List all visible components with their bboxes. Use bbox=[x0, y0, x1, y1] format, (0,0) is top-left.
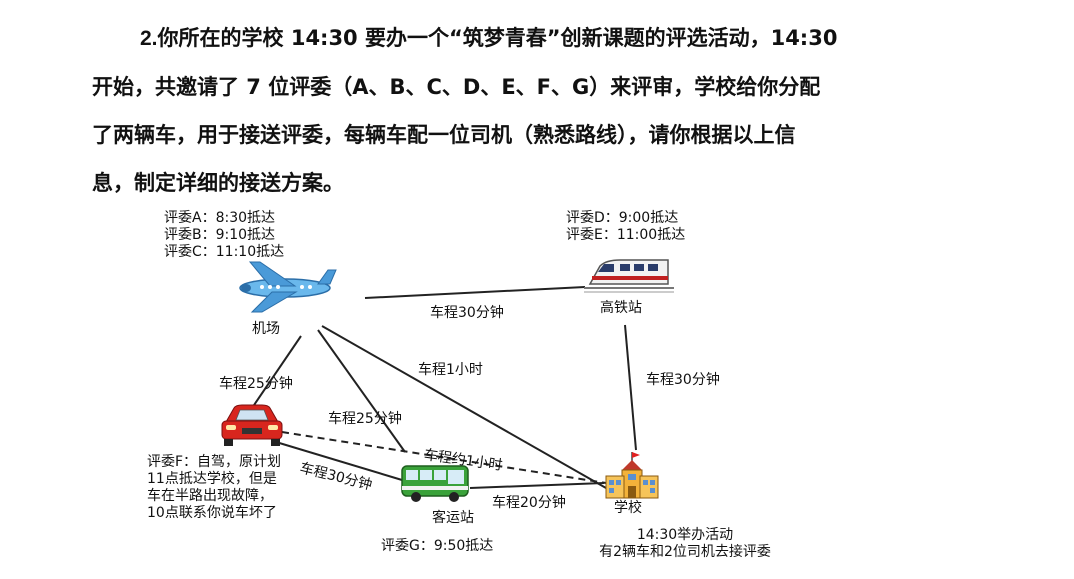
car-note-line: 10点联系你说车坏了 bbox=[147, 505, 277, 521]
car-note-line: 车在半路出现故障， bbox=[147, 488, 273, 504]
route-airport-car bbox=[251, 335, 302, 409]
route-label-airport-station: 车程30分钟 bbox=[430, 305, 504, 321]
route-label-station-school: 车程30分钟 bbox=[646, 372, 720, 388]
route-bus-school bbox=[469, 482, 605, 489]
route-airport-station bbox=[364, 286, 586, 299]
route-label-airport-car: 车程25分钟 bbox=[219, 376, 293, 392]
arrival-note: 评委B：9:10抵达 bbox=[164, 227, 276, 243]
route-station-school bbox=[624, 324, 637, 451]
school-notes: 14:30举办活动 有2辆车和2位司机去接评委 bbox=[590, 527, 780, 561]
question-line-2: 开始，共邀请了 7 位评委（A、B、C、D、E、F、G）来评审，学校给你分配 bbox=[92, 75, 821, 99]
airport-label: 机场 bbox=[252, 321, 280, 337]
car-note-line: 11点抵达学校，但是 bbox=[147, 471, 277, 487]
bus-icon bbox=[401, 465, 469, 502]
route-label-airport-school: 车程1小时 bbox=[418, 362, 483, 378]
airport-arrivals: 评委A：8:30抵达 评委B：9:10抵达 评委C：11:10抵达 bbox=[164, 210, 284, 261]
route-label-airport-bus: 车程25分钟 bbox=[328, 411, 402, 427]
question-number: 2. bbox=[140, 27, 158, 50]
route-car-bus bbox=[275, 441, 403, 481]
question-line-4: 息，制定详细的接送方案。 bbox=[92, 171, 344, 195]
station-label: 高铁站 bbox=[600, 300, 642, 316]
route-airport-bus bbox=[317, 329, 406, 453]
red-car-icon bbox=[221, 404, 283, 446]
school-icon bbox=[605, 452, 659, 499]
question-text: 2.你所在的学校 14:30 要办一个“筑梦青春”创新课题的评选活动，14:30… bbox=[92, 14, 952, 207]
arrival-note: 评委E：11:00抵达 bbox=[566, 227, 686, 243]
car-note: 评委F：自驾，原计划 11点抵达学校，但是 车在半路出现故障， 10点联系你说车… bbox=[147, 454, 281, 522]
route-airport-school bbox=[321, 325, 607, 489]
bus-station-label: 客运站 bbox=[432, 510, 474, 526]
route-car-school bbox=[281, 431, 607, 484]
school-label: 学校 bbox=[614, 500, 642, 516]
station-arrivals: 评委D：9:00抵达 评委E：11:00抵达 bbox=[566, 210, 685, 244]
school-note: 有2辆车和2位司机去接评委 bbox=[599, 544, 771, 560]
route-label-bus-school: 车程20分钟 bbox=[492, 495, 566, 511]
question-line-1: 你所在的学校 14:30 要办一个“筑梦青春”创新课题的评选活动，14:30 bbox=[157, 26, 838, 50]
arrival-note: 评委D：9:00抵达 bbox=[566, 210, 679, 226]
airplane-icon bbox=[239, 261, 337, 313]
high-speed-train-icon bbox=[584, 259, 674, 293]
car-note-line: 评委F：自驾，原计划 bbox=[147, 454, 282, 470]
question-line-3: 了两辆车，用于接送评委，每辆车配一位司机（熟悉路线），请你根据以上信 bbox=[92, 123, 796, 147]
arrival-note: 评委A：8:30抵达 bbox=[164, 210, 276, 226]
bus-station-arrival: 评委G：9:50抵达 bbox=[381, 538, 494, 554]
arrival-note: 评委C：11:10抵达 bbox=[164, 244, 285, 260]
school-note: 14:30举办活动 bbox=[636, 527, 734, 543]
